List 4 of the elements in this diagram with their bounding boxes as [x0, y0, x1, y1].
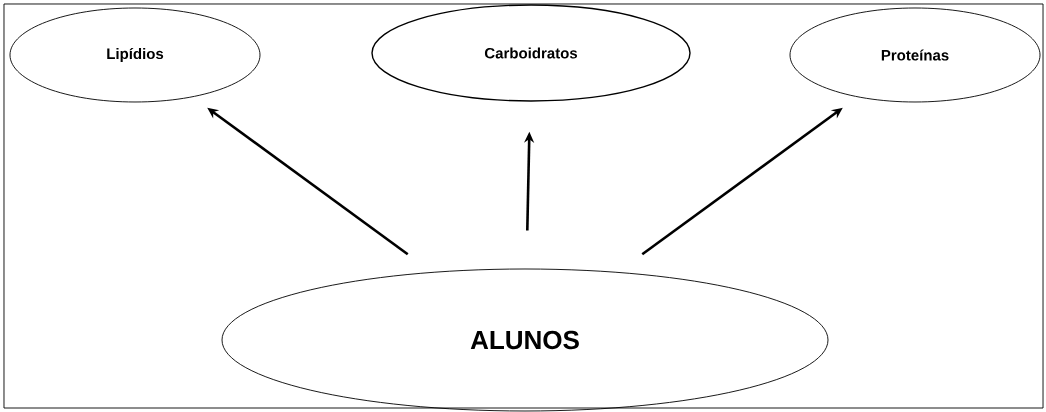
ellipse-node: ALUNOS	[221, 268, 829, 412]
ellipse-node: Carboidratos	[371, 4, 691, 102]
ellipse-node: Lipídios	[9, 7, 261, 103]
ellipse-node: Proteínas	[789, 7, 1041, 103]
